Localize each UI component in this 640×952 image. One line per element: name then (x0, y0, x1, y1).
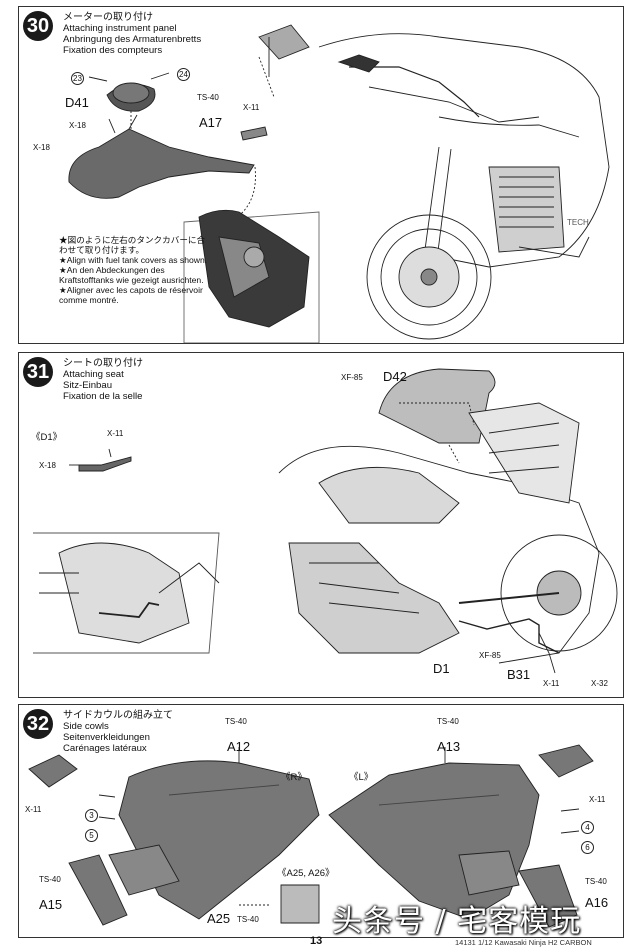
step-title-block: メーターの取り付け Attaching instrument panel Anb… (63, 12, 201, 56)
title-japanese: サイドカウルの組み立て (63, 710, 173, 721)
part-a15-label: A15 (39, 897, 63, 912)
step-30-panel: 30 メーターの取り付け Attaching instrument panel … (18, 6, 624, 344)
step-31-panel: 31 シートの取り付け Attaching seat Sitz-Einbau F… (18, 352, 624, 698)
title-german: Sitz-Einbau (63, 380, 113, 391)
part-a12-label: A12 (227, 739, 251, 754)
screw-5-label: 5 (85, 829, 98, 842)
screw-4-label: 4 (581, 821, 594, 834)
title-japanese: シートの取り付け (63, 358, 143, 369)
paint-x18-bracket-label: X-18 (33, 143, 50, 152)
paint-xf85-seat-label: XF-85 (341, 373, 363, 382)
title-german: Seitenverkleidungen (63, 732, 150, 743)
part-d42-label: D42 (383, 369, 407, 384)
screw-3-label: 3 (85, 809, 98, 822)
part-b31-label: B31 (507, 667, 531, 682)
paint-x11-label: X-11 (107, 429, 124, 438)
paint-xf85-label: XF-85 (479, 651, 501, 660)
part-a13-label: A13 (437, 739, 461, 754)
part-a25-a26-label: 《A25, A26》 (277, 868, 335, 879)
screw-6-label: 6 (581, 841, 594, 854)
paint-x11-right-label: X-11 (589, 795, 606, 804)
page-number: 13 (310, 935, 323, 947)
title-english: Side cowls (63, 721, 109, 732)
paint-x18-label: X-18 (39, 461, 56, 470)
step-number: 32 (23, 709, 53, 739)
part-d41-label: D41 (65, 95, 89, 110)
note-german: ★An den Abdeckungen des Kraftstofftanks … (59, 265, 204, 285)
paint-ts40-a25-label: TS-40 (237, 915, 259, 924)
paint-x11-label: X-11 (243, 103, 260, 112)
step-32-illustration (28, 744, 594, 928)
paint-x32-label: X-32 (591, 679, 608, 688)
step-31-illustration (33, 368, 618, 674)
part-d1-bracket-label: 《D1》 (31, 432, 63, 443)
paint-ts40-a13-label: TS-40 (437, 717, 459, 726)
paint-x11-bike-label: X-11 (543, 679, 560, 688)
title-english: Attaching seat (63, 369, 124, 380)
screw-23-label: 23 (71, 72, 84, 85)
alignment-note: ★図のように左右のタンクカバーに合わせて取り付けます。 ★Align with … (59, 235, 209, 305)
part-a25-label: A25 (207, 911, 231, 926)
step-30-illustration (68, 24, 610, 343)
title-french: Carénages latéraux (63, 743, 147, 754)
kit-code: 14131 1/12 Kawasaki Ninja H2 CARBON (455, 938, 592, 947)
title-french: Fixation de la selle (63, 391, 143, 402)
part-a16-label: A16 (585, 895, 609, 910)
title-english: Attaching instrument panel (63, 23, 177, 34)
step-number: 30 (23, 11, 53, 41)
screw-24-label: 24 (177, 68, 190, 81)
step-title-block: シートの取り付け Attaching seat Sitz-Einbau Fixa… (63, 358, 143, 402)
note-french: ★Aligner avec les capots de réservoir co… (59, 285, 203, 305)
part-a17-label: A17 (199, 115, 223, 130)
step-32-panel: 32 サイドカウルの組み立て Side cowls Seitenverkleid… (18, 704, 624, 938)
paint-ts40-a16-label: TS-40 (585, 877, 607, 886)
title-german: Anbringung des Armaturenbretts (63, 34, 202, 45)
paint-ts40-a12-label: TS-40 (225, 717, 247, 726)
part-d1-label: D1 (433, 661, 450, 676)
note-english: ★Align with fuel tank covers as shown. (59, 255, 208, 265)
left-side-label: 《L》 (349, 772, 374, 783)
step-title-block: サイドカウルの組み立て Side cowls Seitenverkleidung… (63, 710, 173, 754)
watermark-small: TECH (567, 218, 589, 227)
right-side-label: 《R》 (281, 772, 307, 783)
note-japanese: ★図のように左右のタンクカバーに合わせて取り付けます。 (59, 235, 206, 255)
paint-x18-label: X-18 (69, 121, 86, 130)
watermark: 头条号 / 宅客模玩 (332, 904, 582, 939)
paint-x11-left-label: X-11 (25, 805, 42, 814)
title-japanese: メーターの取り付け (63, 12, 153, 23)
step-number: 31 (23, 357, 53, 387)
paint-ts40-label: TS-40 (197, 93, 219, 102)
title-french: Fixation des compteurs (63, 45, 163, 56)
paint-ts40-a15-label: TS-40 (39, 875, 61, 884)
